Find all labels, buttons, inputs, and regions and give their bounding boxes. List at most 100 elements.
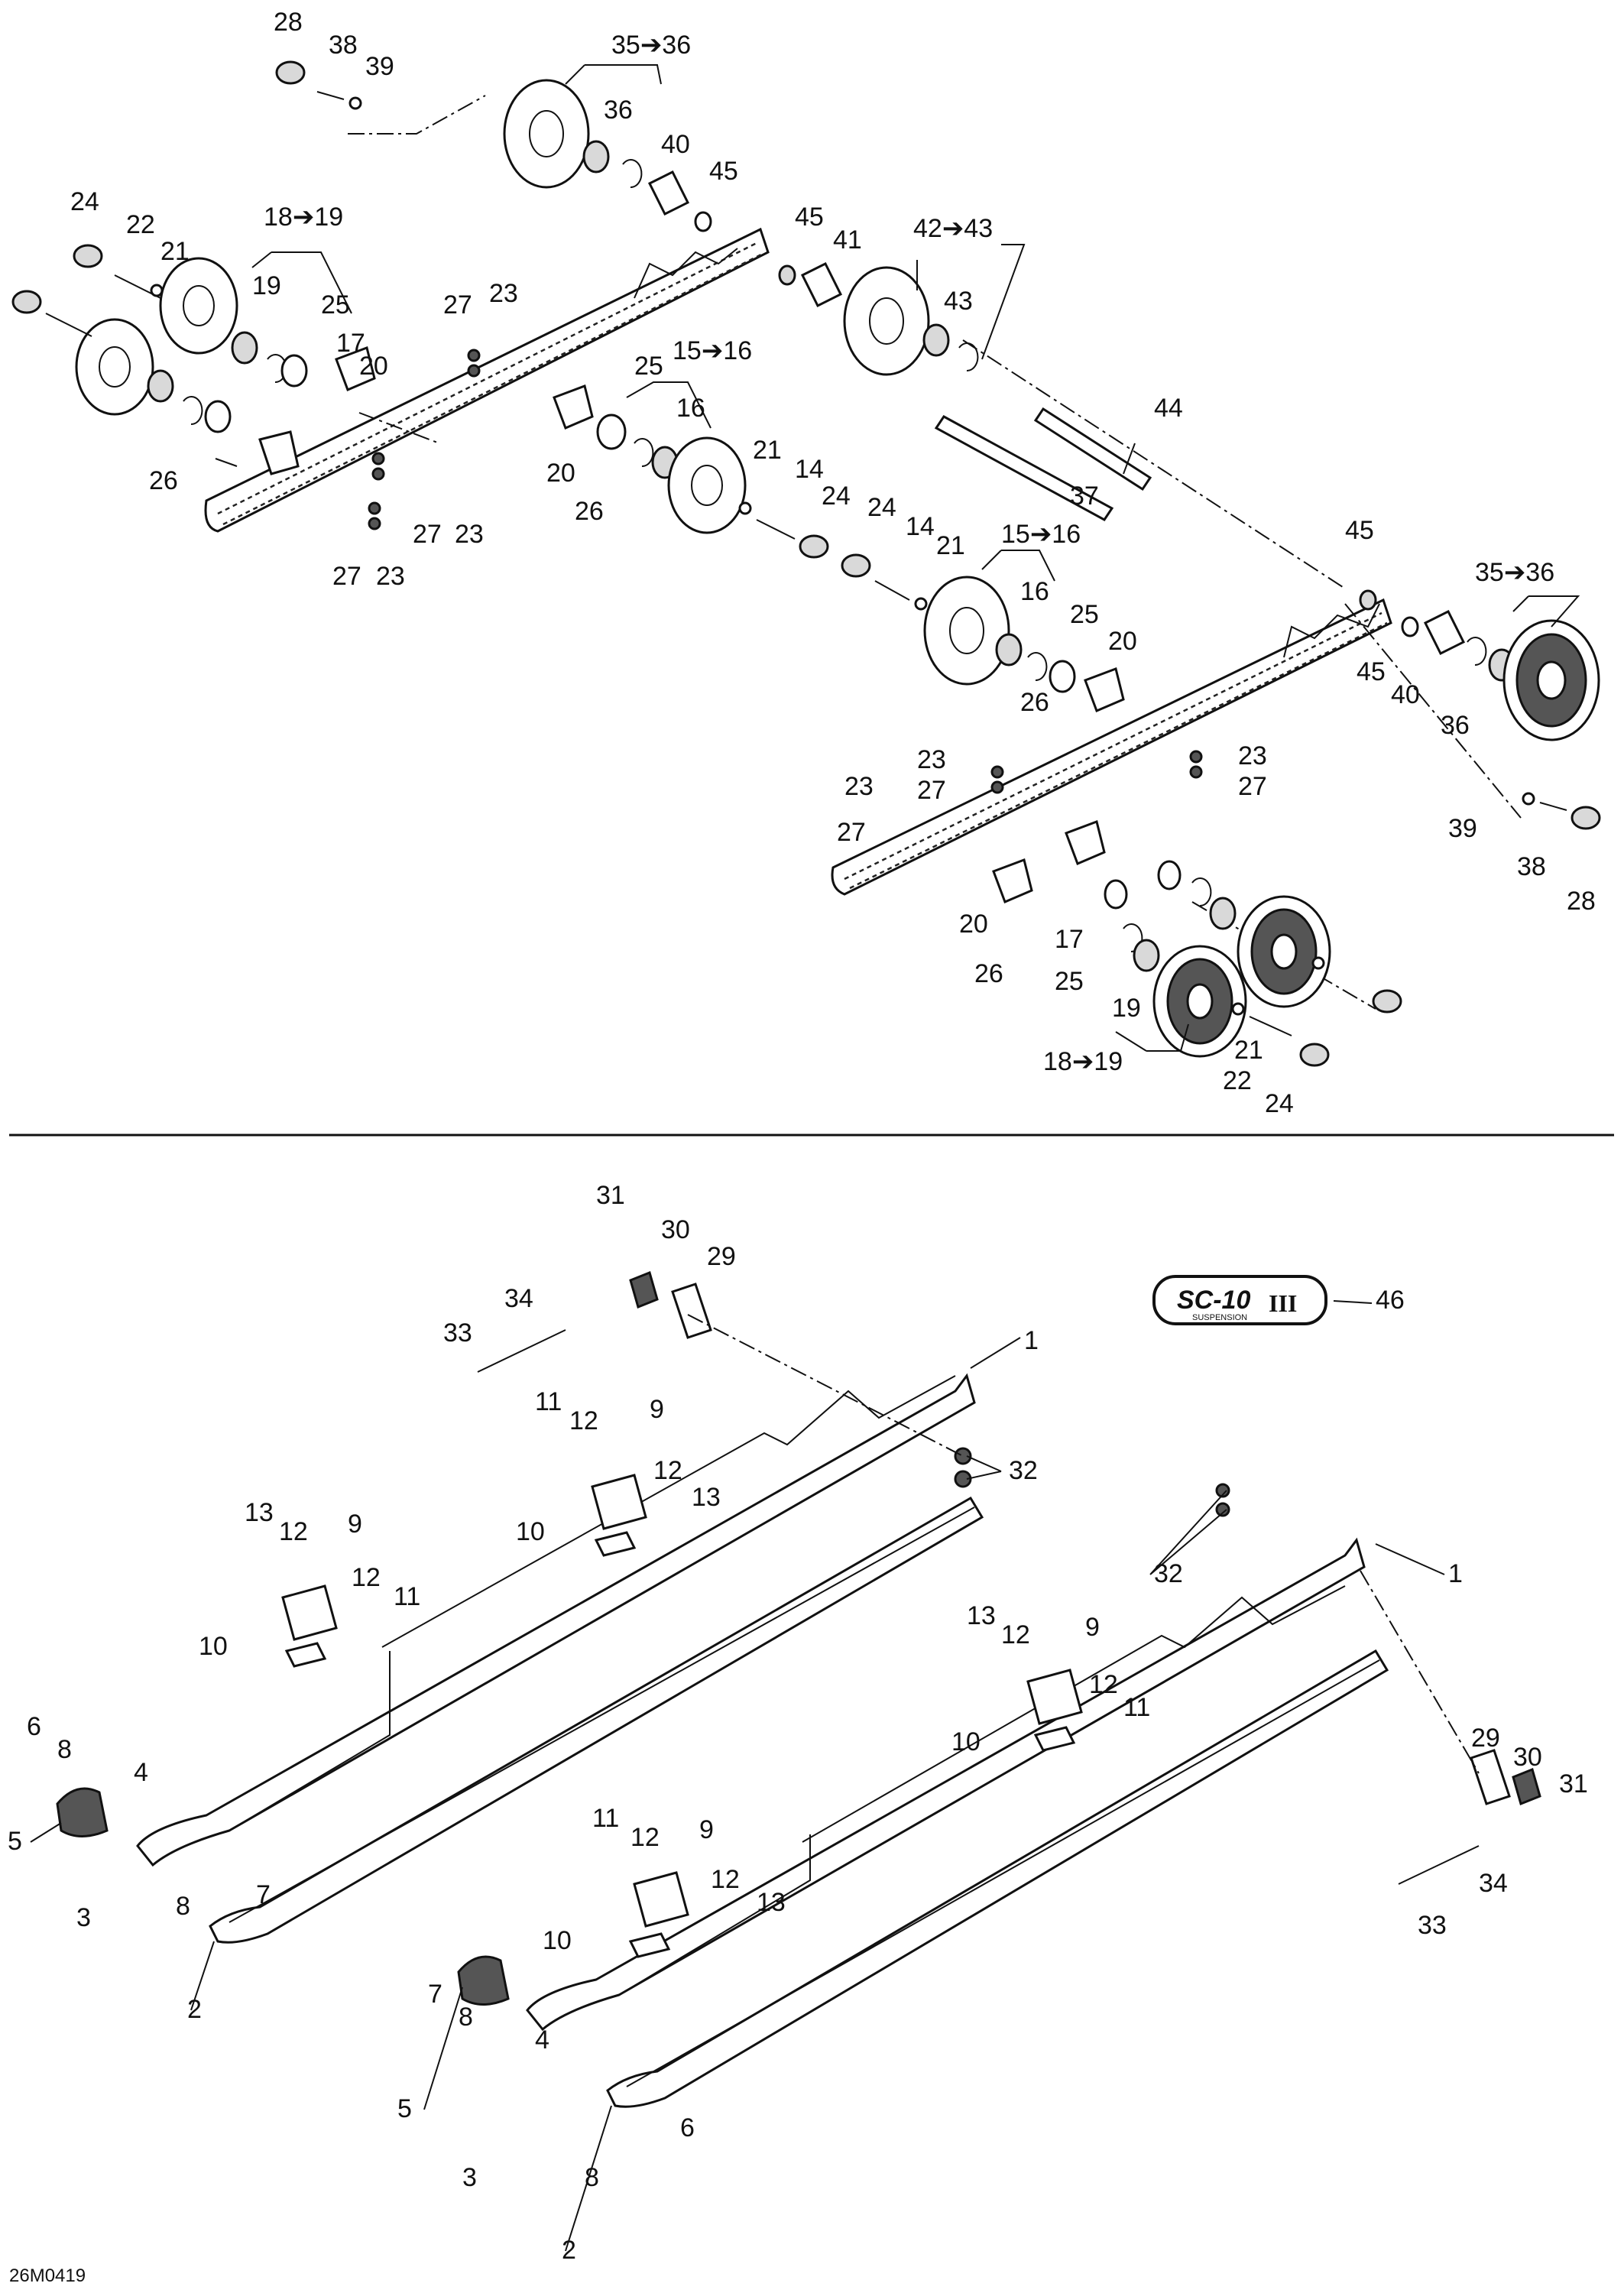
part-label: 24 [867, 493, 896, 522]
part-label: 12 [711, 1865, 740, 1894]
wheel-group-right [1359, 589, 1601, 830]
part-label: 8 [459, 2003, 473, 2032]
part-label: 23 [376, 562, 405, 591]
part-label: 13 [757, 1888, 786, 1917]
part-label: 3 [76, 1903, 91, 1932]
part-label: 42➔43 [913, 214, 993, 243]
cap-28-b [1571, 806, 1601, 830]
part-label: 34 [504, 1284, 533, 1313]
part-label: 21 [1234, 1036, 1263, 1065]
part-label: 16 [1020, 577, 1049, 606]
bearing-36 [582, 140, 610, 174]
part-label: 27 [1238, 772, 1267, 801]
diagram-ref-code: 26M0419 [9, 2265, 86, 2286]
part-label: 27 [917, 776, 946, 805]
part-label: 8 [585, 2163, 599, 2192]
part-label: 36 [604, 96, 633, 125]
idler-wheel-18 [159, 257, 238, 355]
part-label: 35➔36 [1475, 558, 1554, 587]
cap-28 [275, 60, 306, 85]
slider-strip-2b [606, 1649, 1389, 2108]
plate-29b [1470, 1749, 1511, 1805]
cap-24 [73, 244, 103, 268]
wheel-35 [503, 79, 590, 189]
bearing-19b [147, 369, 174, 403]
part-label: 40 [661, 130, 690, 159]
callout-leaders-bottom [30, 1300, 1445, 2252]
part-label: 3 [462, 2163, 477, 2192]
part-label: 43 [944, 287, 973, 316]
part-label: 21 [936, 531, 965, 560]
bolt-14 [756, 519, 796, 540]
part-label: 27 [443, 290, 472, 319]
slide-rail-frame-1b [526, 1537, 1366, 2032]
part-label: 6 [680, 2113, 695, 2142]
part-label: 9 [348, 1510, 362, 1539]
part-label: 8 [57, 1735, 72, 1764]
bracket-30a [629, 1270, 659, 1309]
axle-bracket-20 [335, 346, 376, 391]
part-label: 4 [535, 2025, 549, 2055]
part-label: 14 [906, 512, 935, 541]
part-label: 46 [1376, 1286, 1405, 1315]
part-label: 22 [1223, 1066, 1252, 1095]
wheel-group-15-a [467, 349, 829, 559]
part-label: 23 [1238, 741, 1267, 770]
part-label: 26 [974, 959, 1003, 988]
part-label: 36 [1441, 711, 1470, 740]
part-label: 10 [951, 1727, 981, 1756]
part-label: 23 [489, 279, 518, 308]
part-label: 10 [543, 1926, 572, 1955]
bolt-38 [316, 91, 345, 100]
part-label: 15➔16 [673, 336, 752, 365]
washer-45-b [778, 264, 796, 286]
part-label: 11 [394, 1582, 420, 1611]
part-label: 13 [692, 1483, 721, 1512]
part-label: 5 [8, 1827, 22, 1856]
part-label: 11 [592, 1804, 619, 1833]
part-label: 38 [1517, 852, 1546, 881]
bolt-33a [477, 1329, 566, 1373]
emblem-brand: SC-10 [1177, 1286, 1250, 1315]
rear-arm-rail-left [204, 227, 770, 533]
part-label: 1 [1024, 1326, 1039, 1355]
part-label: 24 [70, 187, 99, 216]
cap-24-c [841, 553, 871, 578]
part-label: 34 [1479, 1869, 1508, 1898]
part-label: 45 [1345, 516, 1374, 545]
slider-block-9c [1026, 1669, 1083, 1725]
wheel-15-b [923, 576, 1010, 686]
part-label: 38 [329, 31, 358, 60]
slider-strip-2a [209, 1496, 984, 1944]
part-label: 20 [546, 459, 575, 488]
part-label: 17 [336, 329, 365, 358]
spacer-41 [800, 261, 843, 308]
slide-rail-frame-1a [136, 1373, 976, 1867]
part-label: 12 [352, 1563, 381, 1592]
part-label: 14 [795, 455, 824, 484]
part-label: 12 [1001, 1620, 1030, 1649]
part-label: 29 [707, 1242, 736, 1271]
part-label: 21 [160, 237, 190, 266]
wheel-group-15-b [841, 553, 1125, 712]
slide-rail-assembly: SC-10 III SUSPENSION [56, 1270, 1541, 2108]
slider-block-9d [633, 1871, 689, 1928]
part-label: 23 [844, 772, 874, 801]
part-label: 10 [516, 1517, 545, 1546]
part-label: 6 [27, 1712, 41, 1741]
part-label: 39 [365, 52, 394, 81]
circlip-36 [622, 159, 643, 189]
part-label: 13 [245, 1498, 274, 1527]
part-label: 19 [252, 271, 281, 300]
slider-block-9a [591, 1474, 647, 1530]
wheel-42 [843, 266, 930, 376]
part-label: 20 [359, 352, 388, 381]
slider-block-9b [281, 1584, 338, 1641]
washer-39 [348, 96, 362, 110]
part-label: 25 [634, 352, 663, 381]
spacer-25 [280, 354, 308, 388]
part-label: 18➔19 [264, 203, 343, 232]
part-label: 23 [917, 745, 946, 774]
washer-21 [150, 284, 164, 297]
wheel-group-42 [778, 261, 979, 376]
